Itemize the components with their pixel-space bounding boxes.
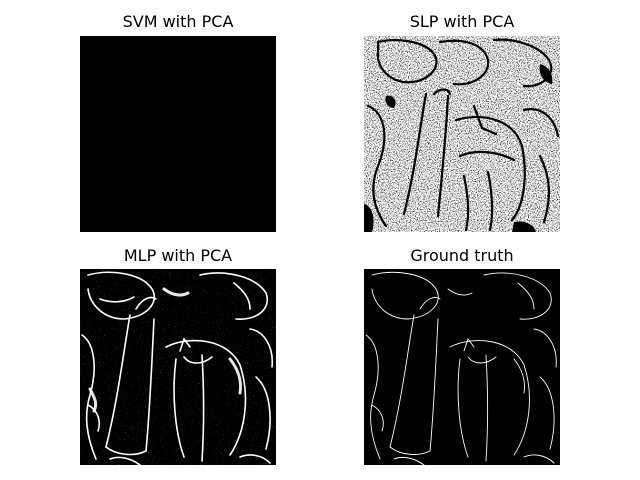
- panel-title-mlp: MLP with PCA: [123, 246, 233, 265]
- svm-output-image: [80, 36, 276, 232]
- panel-title-slp: SLP with PCA: [409, 12, 515, 31]
- mlp-output-image: [80, 269, 276, 465]
- slp-output-image: [364, 36, 560, 232]
- panel-title-ground-truth: Ground truth: [410, 246, 514, 265]
- ground-truth-image: [364, 269, 560, 465]
- panel-title-svm: SVM with PCA: [122, 12, 234, 31]
